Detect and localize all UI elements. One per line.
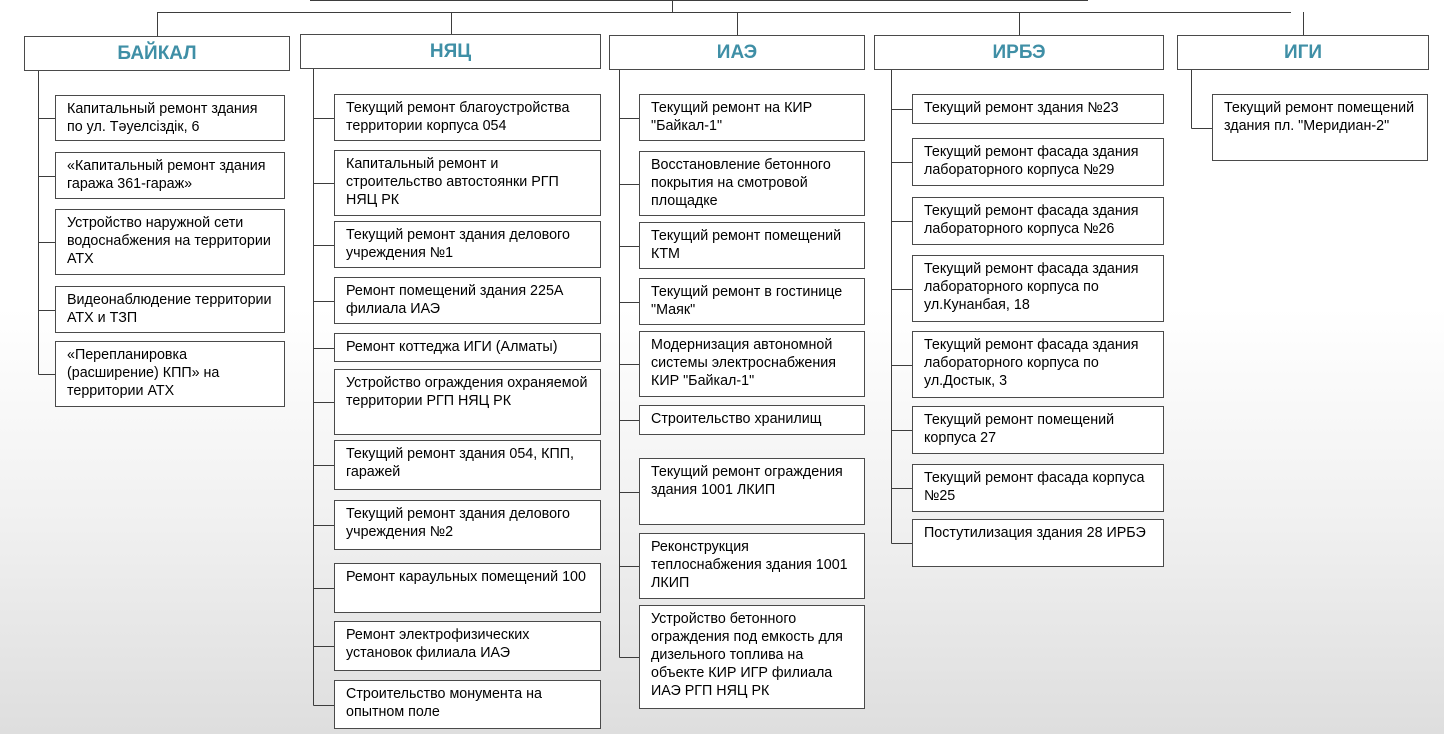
column-header-3: ИРБЭ: [874, 35, 1164, 70]
column-header-0: БАЙКАЛ: [24, 36, 290, 71]
task-box: Ремонт электрофизических установок филиа…: [334, 621, 601, 671]
task-box: Текущий ремонт здания 054, КПП, гаражей: [334, 440, 601, 490]
task-box: Устройство бетонного ограждения под емко…: [639, 605, 865, 709]
task-box: Ремонт помещений здания 225А филиала ИАЭ: [334, 277, 601, 324]
task-box: Текущий ремонт помещений корпуса 27: [912, 406, 1164, 454]
task-box: Текущий ремонт в гостинице "Маяк": [639, 278, 865, 325]
task-box: Текущий ремонт помещений здания пл. "Мер…: [1212, 94, 1428, 161]
task-box: Текущий ремонт здания делового учреждени…: [334, 500, 601, 550]
task-box: Модернизация автономной системы электрос…: [639, 331, 865, 397]
task-box: Строительство монумента на опытном поле: [334, 680, 601, 729]
task-box: Текущий ремонт на КИР "Байкал-1": [639, 94, 865, 141]
column-header-1: НЯЦ: [300, 34, 601, 69]
task-box: Устройство ограждения охраняемой террито…: [334, 369, 601, 435]
task-box: Текущий ремонт фасада здания лабораторно…: [912, 255, 1164, 322]
task-box: Строительство хранилищ: [639, 405, 865, 435]
task-box: Текущий ремонт фасада здания лабораторно…: [912, 138, 1164, 186]
task-box: Текущий ремонт ограждения здания 1001 ЛК…: [639, 458, 865, 525]
task-box: Реконструкция теплоснабжения здания 1001…: [639, 533, 865, 599]
column-header-2: ИАЭ: [609, 35, 865, 70]
task-box: Восстановление бетонного покрытия на смо…: [639, 151, 865, 216]
task-box: «Перепланировка (расширение) КПП» на тер…: [55, 341, 285, 407]
task-box: Постутилизация здания 28 ИРБЭ: [912, 519, 1164, 567]
task-box: Видеонаблюдение территории АТХ и ТЗП: [55, 286, 285, 333]
task-box: Устройство наружной сети водоснабжения н…: [55, 209, 285, 275]
task-box: Текущий ремонт фасада корпуса №25: [912, 464, 1164, 512]
task-box: Текущий ремонт здания №23: [912, 94, 1164, 124]
task-box: Текущий ремонт фасада здания лабораторно…: [912, 197, 1164, 245]
task-box: Ремонт караульных помещений 100: [334, 563, 601, 613]
task-box: Ремонт коттеджа ИГИ (Алматы): [334, 333, 601, 362]
task-box: «Капитальный ремонт здания гаража 361-га…: [55, 152, 285, 199]
task-box: Текущий ремонт благоустройства территори…: [334, 94, 601, 141]
task-box: Капитальный ремонт и строительство автос…: [334, 150, 601, 216]
task-box: Текущий ремонт фасада здания лабораторно…: [912, 331, 1164, 398]
task-box: Текущий ремонт здания делового учреждени…: [334, 221, 601, 268]
column-header-4: ИГИ: [1177, 35, 1429, 70]
task-box: Капитальный ремонт здания по ул. Тәуелсі…: [55, 95, 285, 141]
task-box: Текущий ремонт помещений КТМ: [639, 222, 865, 269]
